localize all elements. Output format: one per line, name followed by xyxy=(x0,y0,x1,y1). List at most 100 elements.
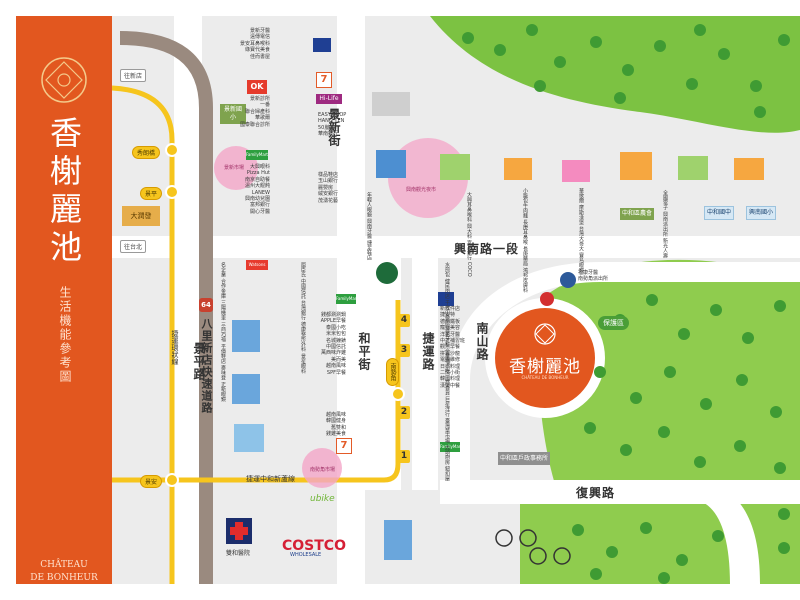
road-nanshan xyxy=(450,258,800,490)
station-marker-jingan xyxy=(165,473,179,487)
seven-eleven-logo-bottom: 7 xyxy=(336,438,352,454)
shop-item: 米米包包 xyxy=(325,331,346,338)
shop-list-lower-bottom: 越南風味 韓國健身 舊雙和 錢雞美食 xyxy=(296,412,346,438)
shop-item: 泰國小吃 xyxy=(325,324,346,331)
familymart-logo-bottom: FamilyMart xyxy=(440,442,462,452)
road-label-jingxin: 景新街 xyxy=(327,108,341,147)
park-southeast xyxy=(520,479,752,584)
ubike-logo: ubike xyxy=(310,494,335,504)
hilife-logo: Hi-Life xyxy=(316,94,342,104)
shop-list-xingnan-5: 全國電子 興南派出所 新光人壽 xyxy=(662,190,668,259)
landmark-hospital: 雙和醫院 xyxy=(226,550,251,557)
center-name-en: CHÂTEAU DE BONHEUR xyxy=(521,375,569,380)
shop-item: 玉山銀行 xyxy=(318,178,339,185)
familymart-logo-mid: FamilyMart xyxy=(336,294,358,304)
road-xingnan xyxy=(112,236,800,258)
shop-item: 舊雙和 xyxy=(330,424,346,431)
shop-item: 洋蔥牙醫 xyxy=(440,331,461,338)
expressway-route xyxy=(119,31,213,584)
road-label-jingping: 景平路 xyxy=(192,342,206,381)
road-fuxing-curve xyxy=(696,480,760,584)
shop-item: 韓國料理 xyxy=(440,376,461,383)
road-jieyun xyxy=(412,258,438,490)
mrt-ring-label: 捷運環狀線 xyxy=(171,330,179,365)
shop-item: 越南風味 xyxy=(325,412,346,418)
mrt-zhonghe-line xyxy=(112,300,401,483)
mrt-exit-3: 3 xyxy=(398,344,410,357)
shop-list-jingxin-left2: 景新診所 一番 聯合婦產科 華歌爾 國泰聯合診所 xyxy=(224,96,270,128)
shop-list-jingxin-right: EASY SHOP HANG TEN 50嵐 華南銀行 xyxy=(318,112,358,138)
pxmart-logo xyxy=(313,38,331,52)
shop-item: 韓國健身 xyxy=(325,418,346,425)
shop-item: 國泰聯合診所 xyxy=(239,121,270,128)
shop-list-jingxin-left3: 大興眼科 Pizza Hut 南京自助餐 溫州大餛飩 LANEW 興南幼兒園 富… xyxy=(224,164,270,215)
shop-item: 名城鐘錶 xyxy=(325,337,346,344)
tree-cluster-north xyxy=(462,24,790,118)
brand-emblem-icon xyxy=(41,57,87,103)
station-marker-xiuming xyxy=(165,143,179,157)
road-label-xingnan: 興南路一段 xyxy=(454,242,520,256)
road-jingping xyxy=(174,16,202,584)
landmark-zhonghe-junior: 中和國中 xyxy=(704,206,734,220)
shop-item: 遠傳電信 xyxy=(249,34,270,41)
station-xiuming: 秀朗橋 xyxy=(132,146,161,159)
shop-item: 錢都涮涮鍋 xyxy=(320,312,346,318)
landmark-dahpu: 大潤發 xyxy=(122,206,160,226)
shop-item: 漢堡中餐 xyxy=(440,382,461,389)
shop-item: 德州鐵板 xyxy=(440,318,461,325)
road-label-heping: 和平街 xyxy=(357,332,371,371)
shop-item: 麗嬰房 xyxy=(318,184,334,191)
station-jingping: 景平 xyxy=(140,187,163,200)
shop-item: 越南風味 xyxy=(325,363,346,370)
shop-item: 日式料理 xyxy=(440,363,461,370)
shop-item: 觀魚早餐 xyxy=(440,344,461,351)
shop-item: 華歌爾 xyxy=(254,115,270,122)
landmark-jingxin-market: 景新市場 xyxy=(224,165,245,171)
shop-item: 捷安特 xyxy=(440,312,456,319)
project-center-logo: 香榭麗池 CHÂTEAU DE BONHEUR xyxy=(495,308,595,408)
tree-cluster-east xyxy=(572,294,790,584)
shop-list-jingxin-right2: 樣品鞋店 玉山銀行 麗嬰房 絨安銀行 茂湧花藝 xyxy=(318,172,358,204)
shop-list-lower-list: 錢都涮涮鍋 APPLE早餐 泰國小吃 米米包包 名城鐘錶 中國信託 萬西味炸雞 … xyxy=(296,312,346,376)
hospital-cross-h xyxy=(230,527,248,535)
shop-item: APPLE早餐 xyxy=(320,318,346,325)
landmark-jingxin-school: 景新國小 xyxy=(220,104,246,124)
police-logo xyxy=(560,272,576,288)
shop-item: LANEW xyxy=(251,189,270,196)
shop-item: HANG TEN xyxy=(318,118,345,125)
road-label-fuxing: 復興路 xyxy=(576,486,616,500)
expressway-badge: 64 xyxy=(199,298,213,312)
station-marker-jingping xyxy=(165,185,179,199)
cyclist-illustration xyxy=(495,529,571,565)
shop-item: 二烷小街 xyxy=(440,370,461,377)
shop-list-nanshijiao: 新皮件店 捷安特 德州鐵板 寵物美容 洋蔥牙醫 中正補習班 觀魚早餐 拼寶沙龍 … xyxy=(440,306,486,389)
direction-xindian: 往新店 xyxy=(120,69,147,82)
shop-item: 茂湧花藝 xyxy=(318,197,339,204)
shop-item: 萬西味炸雞 xyxy=(320,350,346,357)
costco-logo: COSTCO xyxy=(282,538,346,554)
landmark-conservation: 保護區 xyxy=(598,316,629,330)
landmark-nanshijiao-market: 南勢角市場 xyxy=(310,467,336,473)
shop-list-nanshijiao-top: 福康牙醫 南勢角派出所 xyxy=(578,270,628,283)
mrt-exit-2: 2 xyxy=(398,406,410,419)
shop-item: 景新診所 xyxy=(249,96,270,102)
familymart-logo-top: FamilyMart xyxy=(246,150,268,160)
road-label-nanshan: 南山路 xyxy=(475,322,489,361)
park-north xyxy=(430,16,800,133)
shop-item: 南京自助餐 xyxy=(244,176,270,183)
direction-taipei: 往台北 xyxy=(120,240,147,253)
brand-name-en-1: CHÂTEAU xyxy=(40,560,88,570)
shop-item: 景安耳鼻喉科 xyxy=(239,40,270,47)
road-label-expressway: 八里新店快速道路 xyxy=(200,318,213,414)
shop-list-xingnan-2: 大興耳鼻喉科 興大科 富邦銀行 COCO xyxy=(466,192,472,277)
shop-list-heping-right: 水煎包 健民肉店 千代山醫院 蓮花牙科 全家福小吃 三商百貨 巨星洋行 臺灣菜市… xyxy=(444,262,450,482)
mrt-ring-line xyxy=(111,85,175,584)
brand-subtitle: 生活機能參考圖 xyxy=(58,286,72,384)
shop-item: 一番 xyxy=(259,102,270,109)
station-nanshijiao: 南勢角 xyxy=(386,358,399,386)
shop-list-lower-right: 屈臣氏 中國信託 台灣銀行 德康整形外科 景星眼科 xyxy=(300,262,306,374)
shop-list-xingnan-4: 華歌爾 摩斯漢堡 台灣大哥大 寶島眼鏡 xyxy=(578,188,584,273)
shop-item: 佳而書屋 xyxy=(249,53,270,60)
building-group-left xyxy=(232,320,264,452)
